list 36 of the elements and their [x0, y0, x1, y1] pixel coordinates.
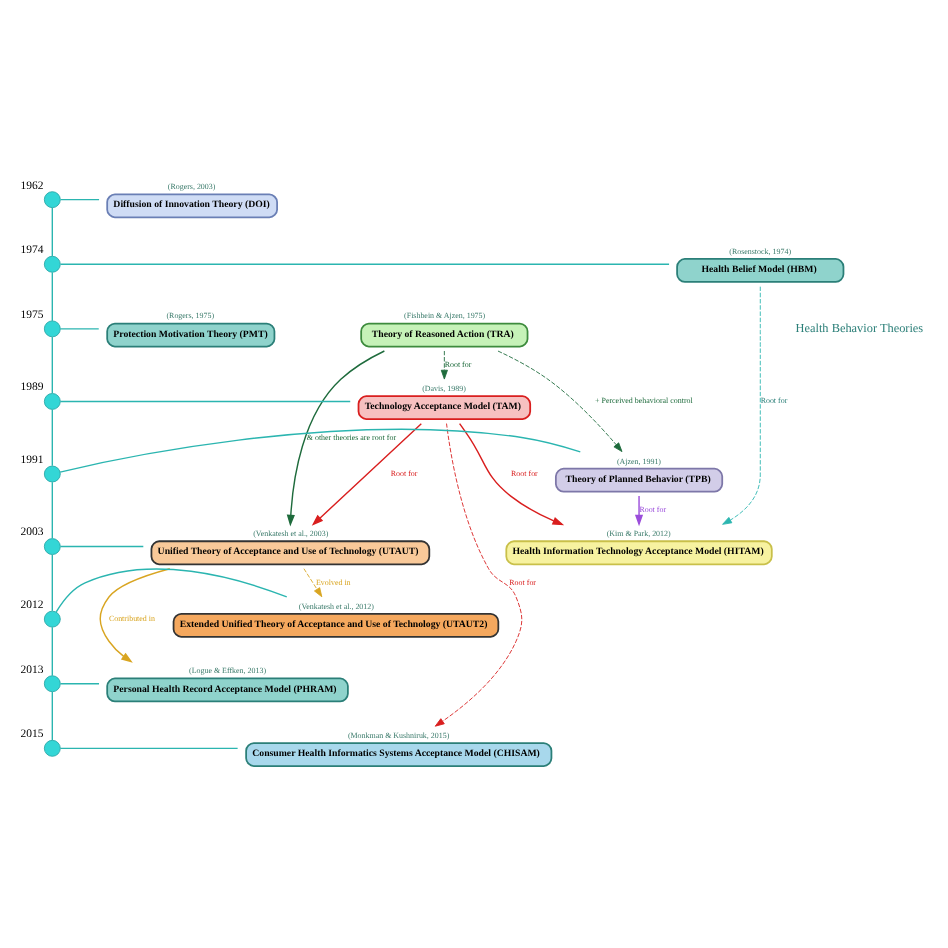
connector [51, 207, 54, 257]
node-circle [43, 739, 61, 757]
connector [59, 683, 100, 685]
arrow [434, 423, 523, 727]
connector [55, 568, 288, 613]
connector [59, 263, 670, 265]
node-circle [43, 255, 61, 273]
connector [51, 691, 54, 742]
arrow [440, 350, 448, 380]
arrow [722, 286, 761, 525]
arrow [286, 350, 386, 527]
arrow [99, 568, 171, 663]
arrow [311, 423, 422, 526]
connector [51, 271, 54, 322]
arrow [458, 422, 565, 526]
connector [59, 328, 100, 330]
connector [59, 400, 351, 403]
connector [51, 408, 54, 467]
connector [51, 336, 54, 394]
node-circle [43, 610, 61, 628]
arrow [303, 568, 323, 598]
connector [59, 545, 144, 548]
node-circle [43, 465, 61, 483]
node-circle [43, 675, 61, 693]
node-circle [43, 320, 61, 338]
connector [59, 428, 581, 473]
connector [59, 198, 100, 201]
arrow [497, 350, 623, 453]
connector [51, 626, 54, 677]
connector [59, 747, 239, 750]
arrow [634, 495, 644, 527]
node-circle [43, 393, 61, 410]
node-circle [43, 191, 61, 209]
node-circle [43, 538, 61, 555]
connector [51, 554, 54, 612]
connector [51, 481, 54, 539]
